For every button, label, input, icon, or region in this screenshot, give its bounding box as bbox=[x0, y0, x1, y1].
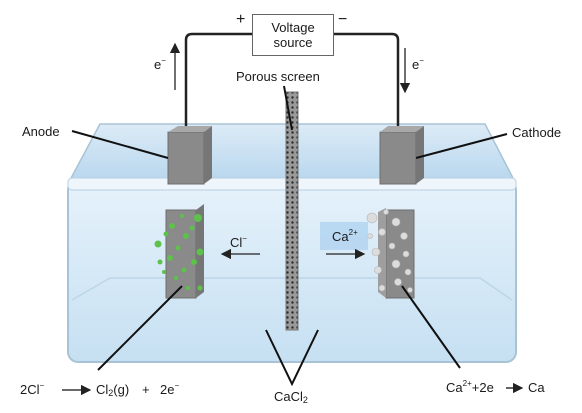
arrows bbox=[169, 42, 411, 260]
anode-reaction-plus: + bbox=[142, 382, 150, 397]
cathode-reaction-product: Ca bbox=[528, 380, 545, 395]
anode-wire bbox=[184, 32, 252, 132]
voltage-source-line2: source bbox=[273, 35, 313, 50]
chlorine-bubbles bbox=[154, 214, 204, 291]
negative-terminal: − bbox=[338, 11, 348, 28]
anode-electrode bbox=[165, 126, 212, 299]
porous-leader bbox=[283, 85, 293, 131]
anode-reaction-reactant: 2Cl− bbox=[20, 381, 45, 397]
chloride-ion-label: Cl− bbox=[230, 234, 247, 250]
anode-reaction-product: Cl2(g) bbox=[96, 382, 130, 398]
porous-screen bbox=[285, 91, 299, 331]
solution-leader bbox=[265, 329, 319, 387]
cathode-wire bbox=[332, 32, 400, 132]
cathode-leader bbox=[415, 133, 508, 159]
porous-screen-label: Porous screen bbox=[236, 69, 320, 84]
leader-lines bbox=[71, 85, 508, 387]
anode-reaction-leader bbox=[97, 285, 183, 371]
solution-label: CaCl2 bbox=[274, 389, 308, 405]
cathode-reaction-reactant: Ca2++2e bbox=[446, 379, 494, 395]
anode-leader bbox=[71, 130, 169, 159]
cathode-reaction-leader bbox=[401, 285, 461, 369]
anode-reaction-electrons: 2e− bbox=[160, 381, 180, 397]
circuit-wires bbox=[184, 32, 400, 132]
electron-label-right: e− bbox=[412, 56, 424, 72]
calcium-ion-highlight bbox=[320, 222, 368, 250]
voltage-source: Voltage source bbox=[252, 14, 334, 56]
anode-label: Anode bbox=[22, 124, 60, 139]
calcium-bubbles bbox=[366, 209, 413, 293]
calcium-ion-label: Ca2+ bbox=[332, 228, 358, 244]
positive-terminal: + bbox=[236, 11, 246, 28]
electron-label-left: e− bbox=[154, 56, 166, 72]
cathode-label: Cathode bbox=[512, 125, 562, 140]
voltage-source-line1: Voltage bbox=[271, 20, 315, 35]
